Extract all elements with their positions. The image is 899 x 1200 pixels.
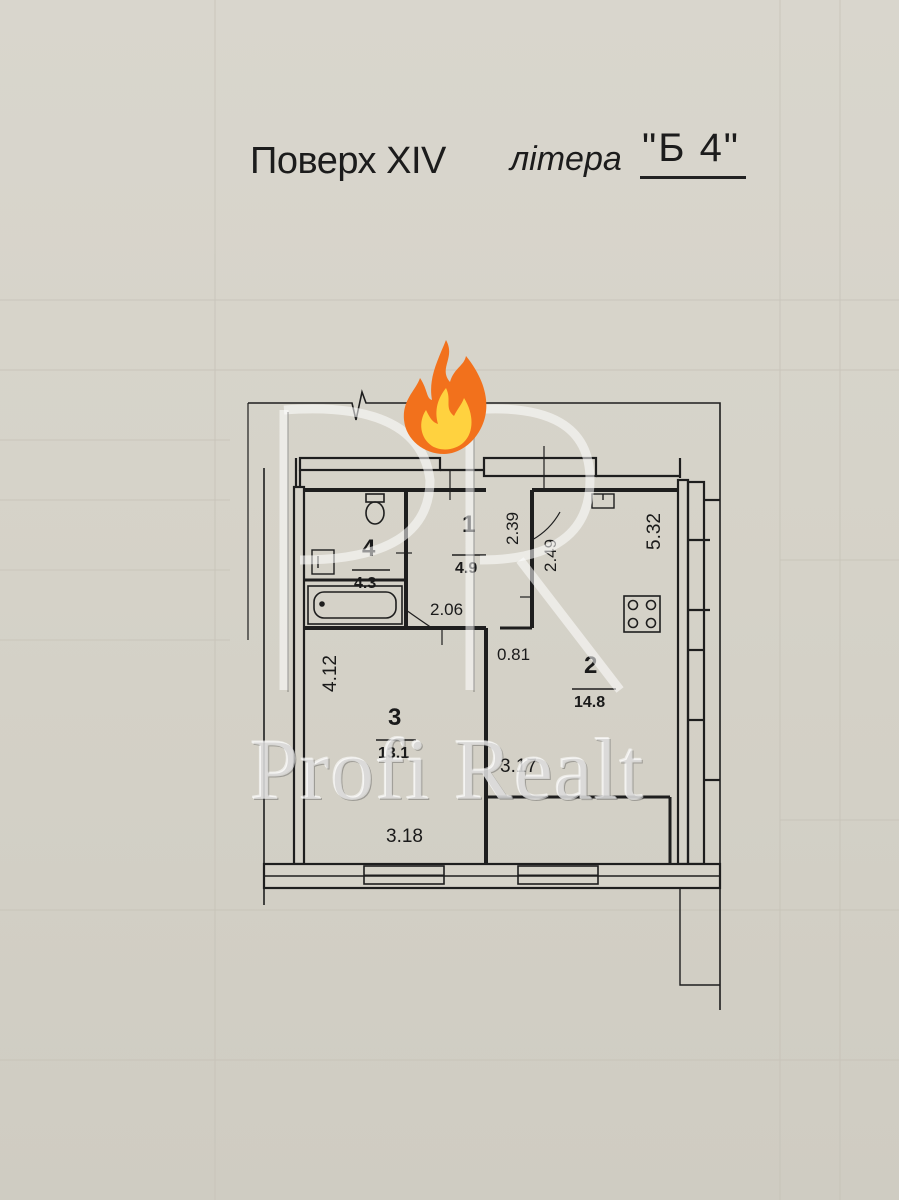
dimension-2-06: 2.06	[430, 600, 464, 619]
room-4-area: 4.3	[354, 575, 377, 592]
watermark-text: Profi Realt	[250, 722, 645, 819]
letter-underline	[640, 176, 746, 179]
dimension-0-81: 0.81	[497, 645, 531, 664]
bathtub-icon	[307, 585, 403, 625]
room-3-number: 3	[388, 704, 402, 731]
dimension-4-12: 4.12	[320, 655, 341, 692]
toilet-icon	[365, 493, 385, 525]
floor-label: Поверх XIV	[250, 140, 446, 182]
room-2-area: 14.8	[574, 694, 606, 711]
letter-label: літера	[510, 140, 622, 178]
dimension-3-17: 3.17	[500, 756, 537, 777]
sink-icon	[311, 549, 335, 575]
plan-heading: Поверх XIV літера "Б 4"	[0, 0, 899, 220]
room-3-area: 13.1	[378, 745, 410, 762]
dimension-2-39: 2.39	[503, 511, 522, 545]
dimension-2-49: 2.49	[541, 538, 560, 572]
room-2-number: 2	[584, 652, 598, 679]
kitchen-sink-icon	[591, 493, 615, 509]
letter-value: "Б 4"	[642, 126, 741, 170]
room-4-number: 4	[362, 535, 376, 562]
room-1-area: 4.9	[455, 560, 478, 577]
flame-icon	[403, 340, 487, 454]
room-1-number: 1	[462, 511, 476, 538]
dimension-3-18: 3.18	[386, 826, 423, 847]
dimension-5-32: 5.32	[644, 513, 665, 550]
stove-icon	[623, 595, 661, 633]
